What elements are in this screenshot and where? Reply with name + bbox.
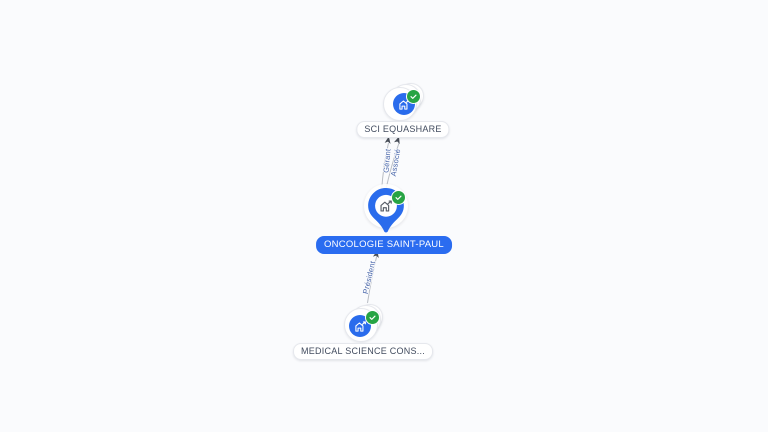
check-icon (394, 195, 402, 200)
verified-badge (390, 189, 406, 205)
node-sci-equashare[interactable] (383, 83, 426, 125)
node-label-oncologie-saint-paul[interactable]: ONCOLOGIE SAINT-PAUL (316, 236, 452, 254)
edge-president-line (367, 254, 378, 304)
verified-badge (405, 88, 421, 104)
node-medical-science-cons[interactable] (343, 304, 385, 348)
node-oncologie-saint-paul[interactable] (364, 184, 408, 235)
edge-gerant-arrow-icon (384, 136, 391, 144)
edge-president-label: Président (361, 259, 377, 294)
building-icon (354, 320, 366, 332)
verified-badge (364, 309, 380, 325)
check-icon (368, 315, 376, 320)
node-label-medical-science-cons[interactable]: MEDICAL SCIENCE CONS... (293, 343, 433, 360)
edge-gerant-label: Gérant (381, 148, 392, 174)
building-icon (380, 200, 392, 212)
node-label-sci-equashare[interactable]: SCI EQUASHARE (356, 121, 450, 138)
check-icon (409, 94, 417, 99)
edge-associe-arrow-icon (393, 136, 400, 145)
